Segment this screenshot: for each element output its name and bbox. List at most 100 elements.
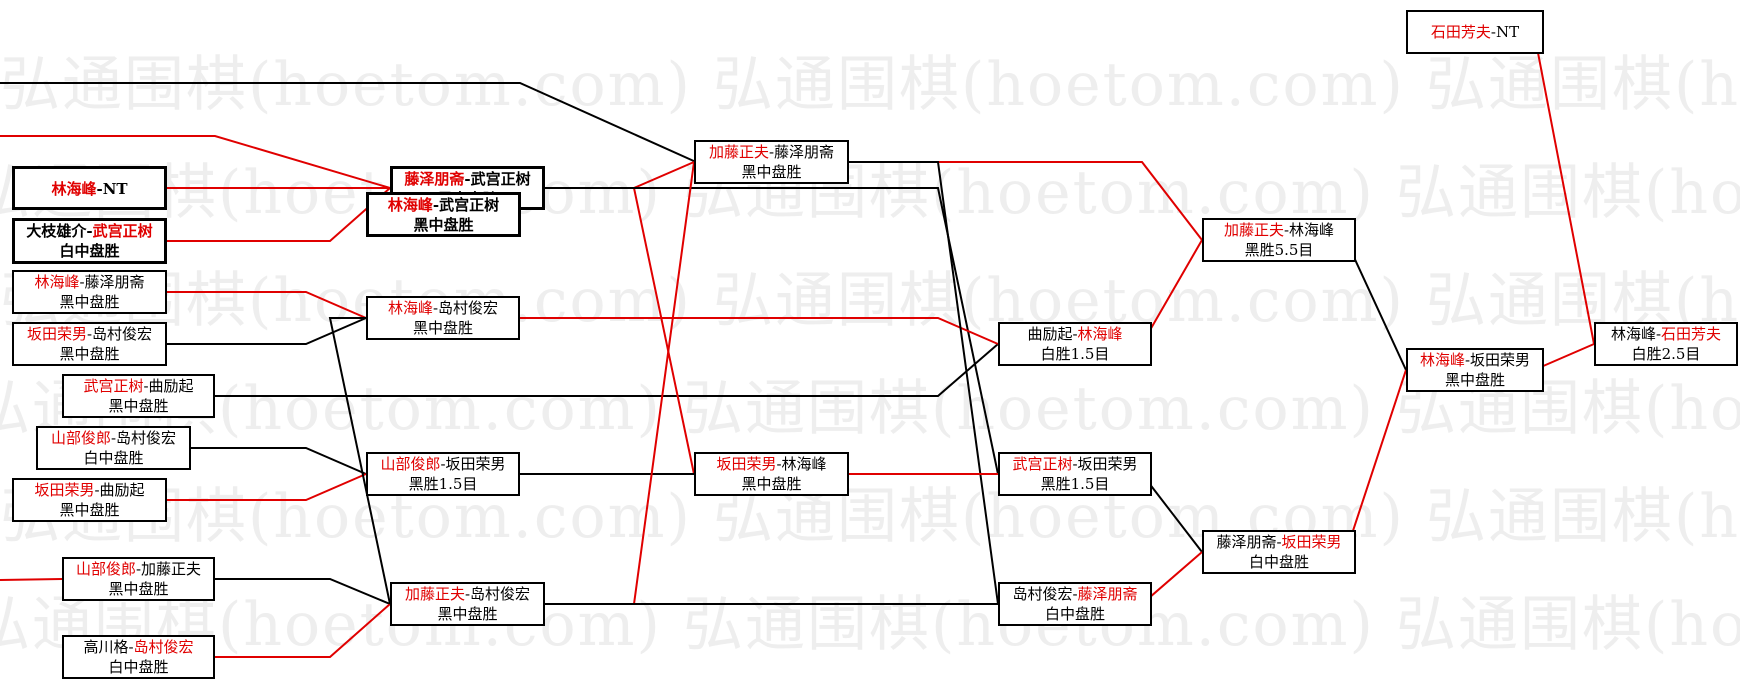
player-separator: -: [464, 585, 471, 603]
player-1: 藤泽朋斋: [404, 170, 465, 188]
match-result: 白中盘胜: [1248, 553, 1309, 571]
match-node[interactable]: 坂田荣男-林海峰黑中盘胜: [694, 452, 849, 496]
match-result: 黑中盘胜: [59, 501, 120, 519]
match-players: 林海峰-NT: [15, 179, 164, 199]
match-players: 坂田荣男-岛村俊宏: [14, 324, 165, 344]
player-2: 曲励起: [148, 377, 194, 395]
player-1: 石田芳夫: [1430, 23, 1491, 41]
match-node[interactable]: 藤泽朋斋-坂田荣男白中盘胜: [1202, 530, 1356, 574]
match-result: 黑胜5.5目: [1244, 241, 1314, 259]
player-separator: -: [94, 481, 100, 499]
bracket-link-offscreen: [0, 135, 391, 189]
player-1: 林海峰: [1610, 325, 1656, 343]
player-2: 林海峰: [781, 455, 827, 473]
match-node[interactable]: 岛村俊宏-藤泽朋斋白中盘胜: [998, 582, 1152, 626]
match-result: 黑中盘胜: [413, 216, 474, 234]
player-2: 岛村俊宏: [470, 585, 531, 603]
match-players: 林海峰-岛村俊宏: [368, 298, 518, 318]
match-players: 加藤正夫-林海峰: [1204, 220, 1354, 240]
bracket-link: [167, 317, 367, 345]
bracket-link: [849, 161, 1203, 241]
player-separator: -: [768, 143, 775, 161]
player-1: 林海峰: [34, 273, 80, 291]
match-result: 白中盘胜: [108, 658, 169, 676]
match-node[interactable]: 高川格-岛村俊宏白中盘胜: [62, 635, 215, 679]
match-players: 岛村俊宏-藤泽朋斋: [1000, 584, 1150, 604]
player-2: 藤泽朋斋: [84, 273, 145, 291]
match-node[interactable]: 大枝雄介-武宫正树白中盘胜: [12, 218, 167, 264]
player-1: 加藤正夫: [708, 143, 769, 161]
player-separator: -: [432, 196, 440, 214]
match-node[interactable]: 坂田荣男-曲励起黑中盘胜: [12, 478, 167, 522]
player-1: 林海峰: [1419, 351, 1465, 369]
player-2: 岛村俊宏: [133, 638, 194, 656]
match-result: 黑中盘胜: [108, 397, 169, 415]
match-node[interactable]: 林海峰-武宫正树黑中盘胜: [366, 192, 521, 237]
match-node[interactable]: 石田芳夫-NT: [1406, 10, 1544, 54]
player-1: 林海峰: [51, 180, 97, 198]
match-result: 黑胜1.5目: [1040, 475, 1110, 493]
bracket-link: [215, 343, 999, 397]
player-1: 坂田荣男: [716, 455, 777, 473]
bracket-link: [1344, 369, 1407, 553]
match-players: 石田芳夫-NT: [1408, 22, 1542, 42]
player-2: 岛村俊宏: [438, 299, 499, 317]
match-players: 藤泽朋斋-坂田荣男: [1204, 532, 1354, 552]
player-1: 武宫正树: [83, 377, 144, 395]
match-node[interactable]: 曲励起-林海峰白胜1.5目: [998, 322, 1152, 366]
bracket-link: [545, 161, 695, 605]
match-result: 黑中盘胜: [412, 319, 473, 337]
bracket-link: [191, 447, 367, 475]
match-result: 黑中盘胜: [59, 293, 120, 311]
bracket-link: [167, 473, 367, 501]
match-node[interactable]: 林海峰-NT: [12, 166, 167, 210]
match-node[interactable]: 加藤正夫-藤泽朋斋黑中盘胜: [694, 140, 849, 184]
player-1: 武宫正树: [1012, 455, 1073, 473]
match-result: 黑中盘胜: [741, 475, 802, 493]
match-players: 坂田荣男-林海峰: [696, 454, 847, 474]
match-node[interactable]: 林海峰-石田芳夫白胜2.5目: [1594, 322, 1738, 366]
player-2: 林海峰: [1077, 325, 1123, 343]
bracket-link: [545, 187, 999, 475]
bracket-link: [545, 161, 695, 189]
match-node[interactable]: 坂田荣男-岛村俊宏黑中盘胜: [12, 322, 167, 366]
match-players: 山部俊郎-加藤正夫: [64, 559, 213, 579]
match-players: 林海峰-坂田荣男: [1408, 350, 1542, 370]
match-players: 山部俊郎-岛村俊宏: [38, 428, 189, 448]
match-node[interactable]: 山部俊郎-岛村俊宏白中盘胜: [36, 426, 191, 470]
match-result: 黑中盘胜: [59, 345, 120, 363]
match-node[interactable]: 山部俊郎-坂田荣男黑胜1.5目: [366, 452, 520, 496]
player-separator: -: [86, 325, 93, 343]
match-node[interactable]: 山部俊郎-加藤正夫黑中盘胜: [62, 557, 215, 601]
player-2: 武宫正树: [92, 222, 153, 240]
match-players: 林海峰-石田芳夫: [1596, 324, 1736, 344]
player-separator: -: [776, 455, 782, 473]
match-players: 坂田荣男-曲励起: [14, 480, 165, 500]
player-1: 山部俊郎: [380, 455, 441, 473]
match-node[interactable]: 加藤正夫-岛村俊宏黑中盘胜: [390, 582, 545, 626]
player-1: 岛村俊宏: [1012, 585, 1073, 603]
bracket-link-offscreen: [0, 82, 697, 163]
match-players: 高川格-岛村俊宏: [64, 637, 213, 657]
player-separator: -: [135, 560, 142, 578]
player-2: 藤泽朋斋: [774, 143, 835, 161]
player-separator: -: [79, 273, 85, 291]
match-node[interactable]: 武宫正树-曲励起黑中盘胜: [62, 374, 215, 418]
match-players: 山部俊郎-坂田荣男: [368, 454, 518, 474]
player-separator: -: [110, 429, 117, 447]
match-players: 武宫正树-坂田荣男: [1000, 454, 1150, 474]
match-node[interactable]: 林海峰-藤泽朋斋黑中盘胜: [12, 270, 167, 314]
match-node[interactable]: 林海峰-坂田荣男黑中盘胜: [1406, 348, 1544, 392]
player-1: 山部俊郎: [50, 429, 111, 447]
match-result: 黑中盘胜: [108, 580, 169, 598]
player-separator: -: [1283, 221, 1290, 239]
player-1: 藤泽朋斋: [1216, 533, 1277, 551]
player-separator: -: [96, 180, 103, 198]
match-node[interactable]: 林海峰-岛村俊宏黑中盘胜: [366, 296, 520, 340]
match-result: 白中盘胜: [1044, 605, 1105, 623]
player-separator: -: [1072, 325, 1078, 343]
match-node[interactable]: 武宫正树-坂田荣男黑胜1.5目: [998, 452, 1152, 496]
match-node[interactable]: 加藤正夫-林海峰黑胜5.5目: [1202, 218, 1356, 262]
bracket-link: [1532, 31, 1595, 345]
bracket-link-offscreen: [0, 578, 63, 581]
